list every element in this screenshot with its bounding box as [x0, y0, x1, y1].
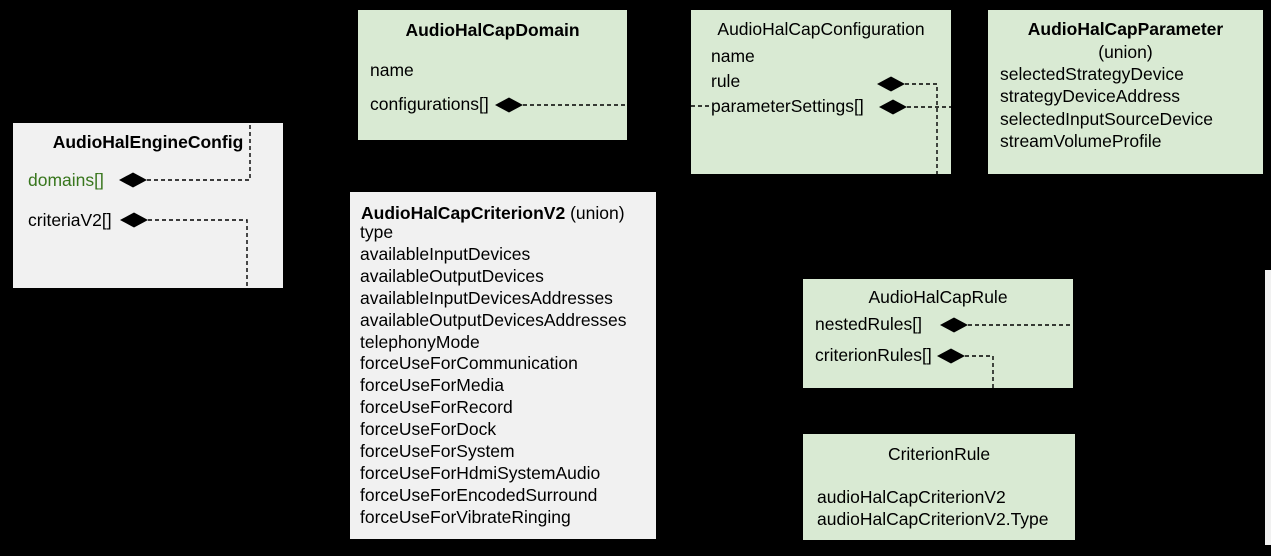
class-title: AudioHalCapParameter — [1027, 19, 1224, 39]
field-availableinputdevicesaddresses: availableInputDevicesAddresses — [360, 287, 613, 308]
field-forceusefordock: forceUseForDock — [360, 419, 497, 440]
field-criterionrules: criterionRules[] — [815, 345, 932, 365]
class-title: AudioHalCapDomain — [405, 20, 580, 40]
class-title-main: AudioHalCapCriterionV2 — [361, 203, 566, 223]
field-name: name — [711, 46, 755, 66]
field-forceuseformedia: forceUseForMedia — [360, 375, 504, 396]
field-forceuseforsystem: forceUseForSystem — [360, 441, 515, 462]
class-title: AudioHalCapCriterionV2 (union) — [361, 202, 625, 224]
field-audiohalcapcriterionv2: audioHalCapCriterionV2 — [817, 487, 1006, 507]
class-box-audiohalcapparameter: AudioHalCapParameter (union) selectedStr… — [988, 10, 1263, 174]
field-selectedstrategydevice: selectedStrategyDevice — [1000, 64, 1184, 84]
class-title: CriterionRule — [887, 444, 991, 464]
class-box-audiohalengineconfig: AudioHalEngineConfig domains[] criteriaV… — [13, 123, 283, 288]
field-selectedinputsourcedevice: selectedInputSourceDevice — [1000, 108, 1214, 129]
class-subtitle-union: (union) — [1098, 42, 1153, 62]
class-box-audiohalcaprule: AudioHalCapRule nestedRules[] criterionR… — [803, 279, 1073, 388]
field-forceuseforhdmisystemaudio: forceUseForHdmiSystemAudio — [360, 462, 601, 483]
field-configurations: configurations[] — [370, 94, 489, 114]
clipped-box-at-right-edge — [1265, 270, 1271, 545]
field-domains: domains[] — [28, 170, 104, 190]
class-box-audiohalcapconfiguration: AudioHalCapConfiguration name rule param… — [691, 10, 951, 174]
field-nestedrules: nestedRules[] — [815, 314, 923, 334]
field-forceuseforrecord: forceUseForRecord — [360, 397, 513, 418]
field-name: name — [370, 60, 414, 80]
field-type: type — [360, 222, 394, 242]
field-availableinputdevices: availableInputDevices — [360, 243, 531, 264]
class-title: AudioHalCapConfiguration — [717, 19, 925, 39]
class-box-audiohalcapcriterionv2: AudioHalCapCriterionV2 (union) type avai… — [350, 192, 656, 539]
field-forceuseforcommunication: forceUseForCommunication — [360, 353, 578, 374]
field-rule: rule — [711, 71, 741, 91]
field-forceuseforencodedsurround: forceUseForEncodedSurround — [360, 484, 598, 505]
class-title: AudioHalCapRule — [868, 287, 1008, 307]
class-title: AudioHalEngineConfig — [52, 132, 244, 152]
field-availableoutputdevices: availableOutputDevices — [360, 265, 544, 286]
field-strategydeviceaddress: strategyDeviceAddress — [1000, 86, 1180, 107]
class-box-audiohalcapdomain: AudioHalCapDomain name configurations[] — [358, 10, 627, 140]
field-telephonymode: telephonyMode — [360, 331, 480, 352]
field-forceuseforvibrateringing: forceUseForVibrateRinging — [360, 506, 571, 527]
class-title-union-suffix: (union) — [565, 203, 625, 223]
class-box-criterionrule: CriterionRule audioHalCapCriterionV2 aud… — [803, 434, 1075, 540]
field-criteriav2: criteriaV2[] — [28, 210, 112, 230]
field-audiohalcapcriterionv2-type: audioHalCapCriterionV2.Type — [817, 509, 1049, 529]
field-parametersettings: parameterSettings[] — [711, 96, 864, 116]
field-availableoutputdevicesaddresses: availableOutputDevicesAddresses — [360, 309, 627, 330]
field-streamvolumeprofile: streamVolumeProfile — [1000, 130, 1162, 151]
